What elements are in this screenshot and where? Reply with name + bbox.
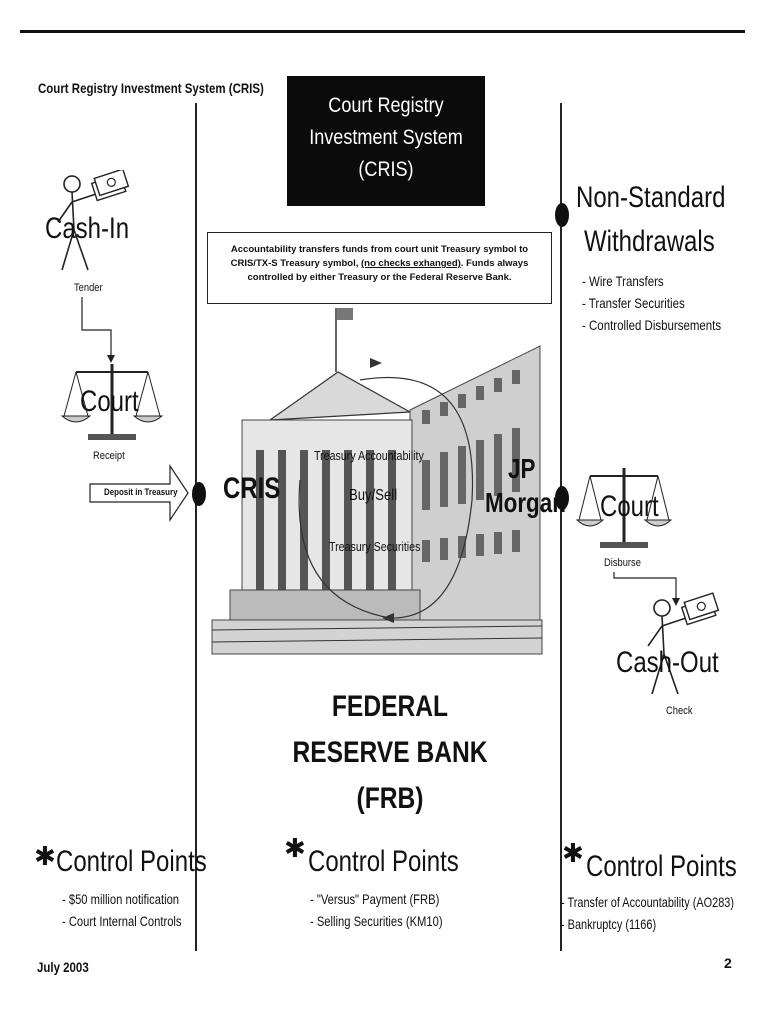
nonstandard-withdrawals-title: Non-Standard Withdrawals xyxy=(576,181,726,258)
title-line-3: (CRIS) xyxy=(358,158,414,181)
control-point-item: - Bankruptcy (1166) xyxy=(561,916,657,932)
control-point-item: - "Versus" Payment (FRB) xyxy=(310,891,440,907)
footer-date: July 2003 xyxy=(37,959,89,975)
court-label-left: Court xyxy=(80,385,139,418)
person-cash-in-icon xyxy=(57,170,130,271)
cash-in-label: Cash-In xyxy=(45,212,130,245)
title-line-1: Court Registry xyxy=(328,94,444,117)
disburse-connector xyxy=(613,572,680,606)
control-points-list-center: - "Versus" Payment (FRB) - Selling Secur… xyxy=(310,888,476,932)
nonstandard-node xyxy=(555,203,569,227)
tender-connector xyxy=(81,297,115,363)
control-point-item: - Selling Securities (KM10) xyxy=(310,913,443,929)
buy-sell-label: Buy/Sell xyxy=(349,487,398,504)
page-number: 2 xyxy=(724,955,732,971)
control-points-title-left: Control Points xyxy=(56,845,207,878)
scale-icon xyxy=(60,364,164,440)
tender-label: Tender xyxy=(74,282,103,294)
page-title: Court Registry Investment System (CRIS) xyxy=(38,80,264,96)
accountability-note: Accountability transfers funds from cour… xyxy=(207,232,552,304)
treasury-securities-label: Treasury Securities xyxy=(329,539,421,554)
check-label: Check xyxy=(666,705,693,717)
withdrawal-item: - Wire Transfers xyxy=(582,273,664,289)
control-point-item: - $50 million notification xyxy=(62,891,180,907)
jp-morgan-label: JP Morgan xyxy=(485,453,566,518)
frb-title: FEDERAL RESERVE BANK (FRB) xyxy=(250,684,530,822)
withdrawal-item: - Transfer Securities xyxy=(582,295,685,311)
right-divider xyxy=(560,103,562,951)
control-points-title-right: Control Points xyxy=(586,850,737,883)
cris-label: CRIS xyxy=(223,472,281,505)
top-rule xyxy=(20,30,745,33)
control-points-list-left: - $50 million notification - Court Inter… xyxy=(62,888,211,932)
control-point-item: - Transfer of Accountability (AO283) xyxy=(561,894,734,910)
left-divider xyxy=(195,103,197,951)
title-line-2: Investment System xyxy=(309,126,463,149)
cash-out-label: Cash-Out xyxy=(616,646,719,679)
disburse-label: Disburse xyxy=(604,557,641,569)
cris-node xyxy=(192,482,206,506)
jp-morgan-node xyxy=(555,486,569,510)
control-points-title-center: Control Points xyxy=(308,845,459,878)
scale-icon xyxy=(576,468,672,548)
withdrawal-item: - Controlled Disbursements xyxy=(582,317,722,333)
person-cash-out-icon xyxy=(647,592,720,695)
court-label-right: Court xyxy=(600,490,659,523)
note-text-1: Accountability transfers funds from cour… xyxy=(230,244,529,269)
note-text-2: . Funds always controlled by either Trea… xyxy=(247,258,529,283)
treasury-accountability-label: Treasury Accountability xyxy=(314,448,424,463)
receipt-label: Receipt xyxy=(93,450,125,462)
title-box: Court Registry Investment System (CRIS) xyxy=(287,76,485,206)
control-point-item: - Court Internal Controls xyxy=(62,913,182,929)
frb-line-1: FEDERAL RESERVE BANK xyxy=(292,690,488,769)
frb-line-2: (FRB) xyxy=(356,782,424,815)
deposit-label: Deposit in Treasury xyxy=(104,487,178,497)
star-icon: ✱ xyxy=(562,838,584,868)
federal-building-illustration xyxy=(211,308,543,655)
control-points-list-right: - Transfer of Accountability (AO283) - B… xyxy=(561,891,768,935)
note-underlined: (no checks exhanged) xyxy=(361,258,461,269)
star-icon: ✱ xyxy=(284,833,306,863)
deposit-arrow xyxy=(89,464,189,522)
withdrawal-list: - Wire Transfers - Transfer Securities -… xyxy=(582,270,752,336)
star-icon: ✱ xyxy=(34,841,56,871)
